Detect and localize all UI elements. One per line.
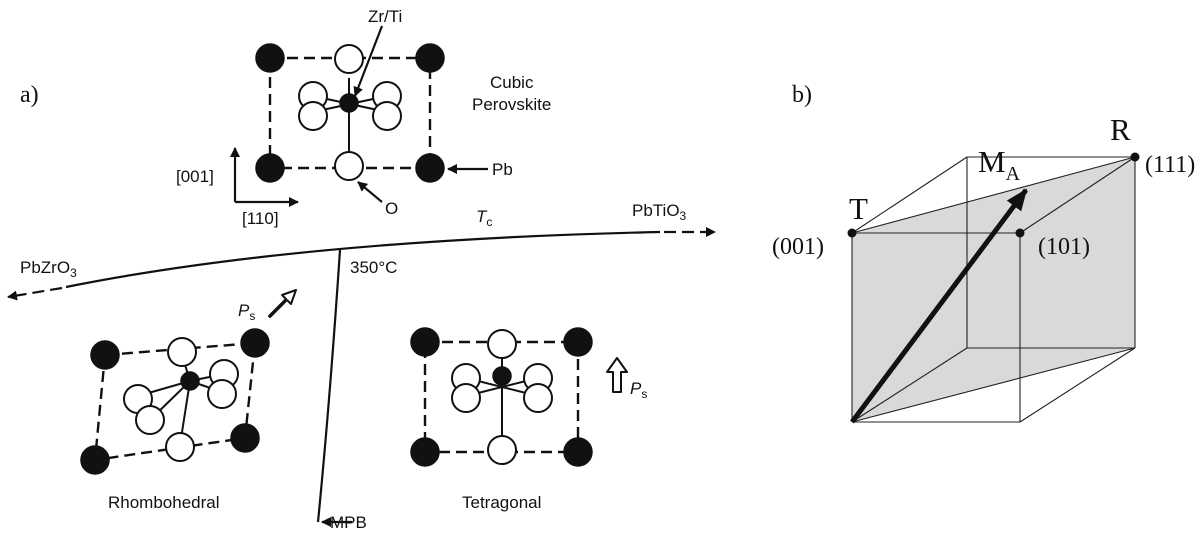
point-101 — [1015, 228, 1025, 238]
ma-label: MA — [978, 144, 1021, 185]
o-atom — [165, 432, 195, 462]
axis-001-label: [001] — [176, 167, 214, 186]
o-atom — [372, 101, 402, 131]
o-atom-top — [487, 329, 517, 359]
temperature-label: 350°C — [350, 258, 397, 277]
panel-a: a) Zr/Ti Cubic Perovskite [001] — [7, 7, 716, 532]
polarization-arrow-icon — [268, 289, 297, 318]
tc-label: Tc — [476, 207, 492, 229]
pb-label: Pb — [492, 160, 513, 179]
ps-label-tetragonal: Ps — [630, 379, 647, 401]
mpb-label: MPB — [330, 513, 367, 532]
o-atom-bottom — [487, 435, 517, 465]
pb-atom — [90, 340, 120, 370]
o-pointer — [357, 181, 383, 203]
o-atom-top — [334, 44, 364, 74]
zr-ti-atom — [180, 371, 200, 391]
pb-atom — [240, 328, 270, 358]
zr-ti-label: Zr/Ti — [368, 7, 402, 26]
mpb-line — [316, 249, 342, 523]
panel-b-label: b) — [792, 82, 812, 108]
rhombohedral-cell — [80, 328, 270, 475]
pb-atom — [415, 153, 445, 183]
point-001 — [847, 228, 857, 238]
tetragonal-cell — [410, 327, 593, 467]
o-atom — [298, 101, 328, 131]
point-001-label: (001) — [772, 234, 824, 260]
pbzro3-direction-arrow — [7, 286, 63, 301]
o-label: O — [385, 199, 398, 218]
pb-atom — [255, 43, 285, 73]
o-atom — [167, 337, 197, 367]
o-atom-bottom — [334, 151, 364, 181]
point-111 — [1130, 152, 1140, 162]
zr-ti-atom — [339, 93, 359, 113]
ma-vector-arrow — [850, 188, 1028, 424]
zr-ti-pointer — [353, 25, 384, 97]
cubic-label-line1: Cubic — [490, 73, 534, 92]
ps-label-rhombohedral: Ps — [238, 301, 255, 323]
o-atom — [523, 383, 553, 413]
o-atom — [135, 405, 165, 435]
r-label: R — [1110, 112, 1131, 147]
o-atom — [451, 383, 481, 413]
rhombohedral-label: Rhombohedral — [108, 493, 220, 512]
pb-atom — [410, 327, 440, 357]
pbtio3-label: PbTiO3 — [632, 201, 687, 223]
tc-curve — [65, 230, 661, 289]
o-atom — [207, 379, 237, 409]
pb-atom — [230, 423, 260, 453]
panel-b: b) T (001) (101) R — [772, 82, 1195, 424]
point-101-label: (101) — [1038, 234, 1090, 260]
cube-outline — [851, 156, 1136, 423]
pb-atom — [255, 153, 285, 183]
shaded-plane — [852, 157, 1135, 422]
axis-110-label: [110] — [242, 209, 279, 228]
zr-ti-atom — [492, 366, 512, 386]
cubic-label-line2: Perovskite — [472, 95, 551, 114]
cubic-perovskite-cell — [255, 43, 445, 183]
pb-atom — [563, 327, 593, 357]
pb-atom — [80, 445, 110, 475]
tetragonal-label: Tetragonal — [462, 493, 541, 512]
panel-a-label: a) — [20, 82, 39, 108]
t-label: T — [849, 191, 868, 226]
pbzro3-label: PbZrO3 — [20, 258, 77, 280]
polarization-arrow-icon — [606, 357, 628, 393]
pb-atom — [563, 437, 593, 467]
point-111-label: (111) — [1145, 152, 1195, 178]
pb-atom — [410, 437, 440, 467]
pb-atom — [415, 43, 445, 73]
